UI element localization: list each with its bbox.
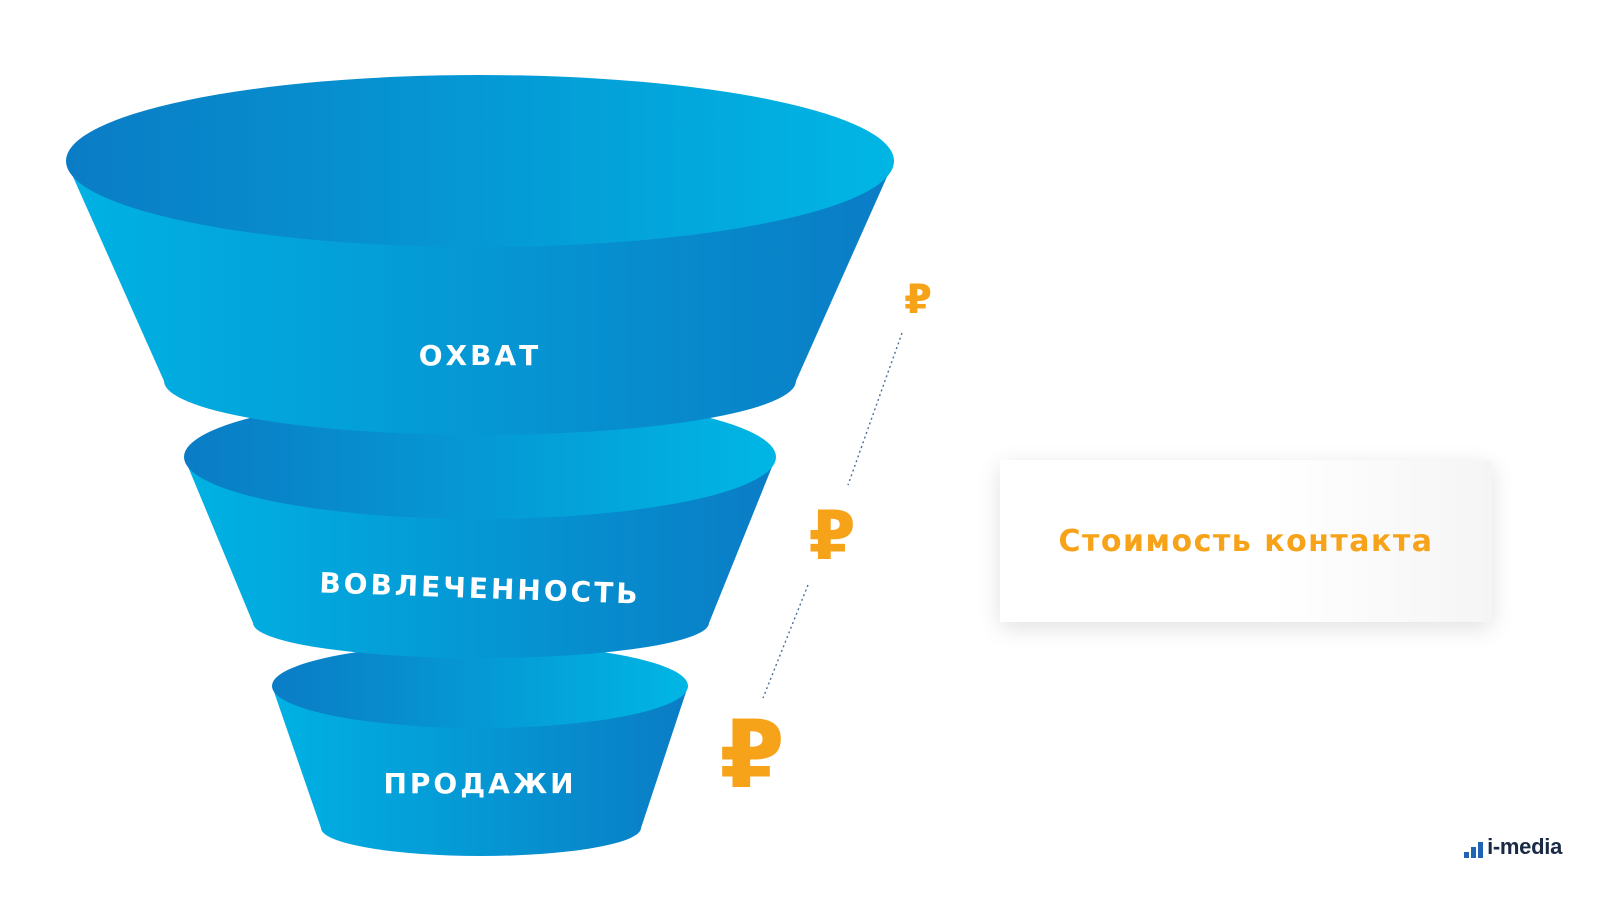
ruble-icon-large: ₽ <box>719 701 784 810</box>
bars-logo-icon <box>1464 838 1484 858</box>
cost-per-contact-card: Стоимость контакта <box>1000 460 1492 622</box>
connector-line-bottom <box>762 584 809 699</box>
ruble-icon-medium: ₽ <box>808 497 855 576</box>
brand-logo: i-media <box>1464 836 1562 858</box>
stage-label-reach: ОХВАТ <box>419 339 542 372</box>
brand-logo-text: i-media <box>1487 834 1562 859</box>
funnel-stage-reach <box>66 75 894 435</box>
connector-line-top <box>847 332 903 486</box>
cost-per-contact-label: Стоимость контакта <box>1058 523 1434 559</box>
ruble-icon-small: ₽ <box>904 277 932 323</box>
funnel-stage-sales <box>272 644 688 856</box>
stage-label-sales: ПРОДАЖИ <box>383 767 576 800</box>
